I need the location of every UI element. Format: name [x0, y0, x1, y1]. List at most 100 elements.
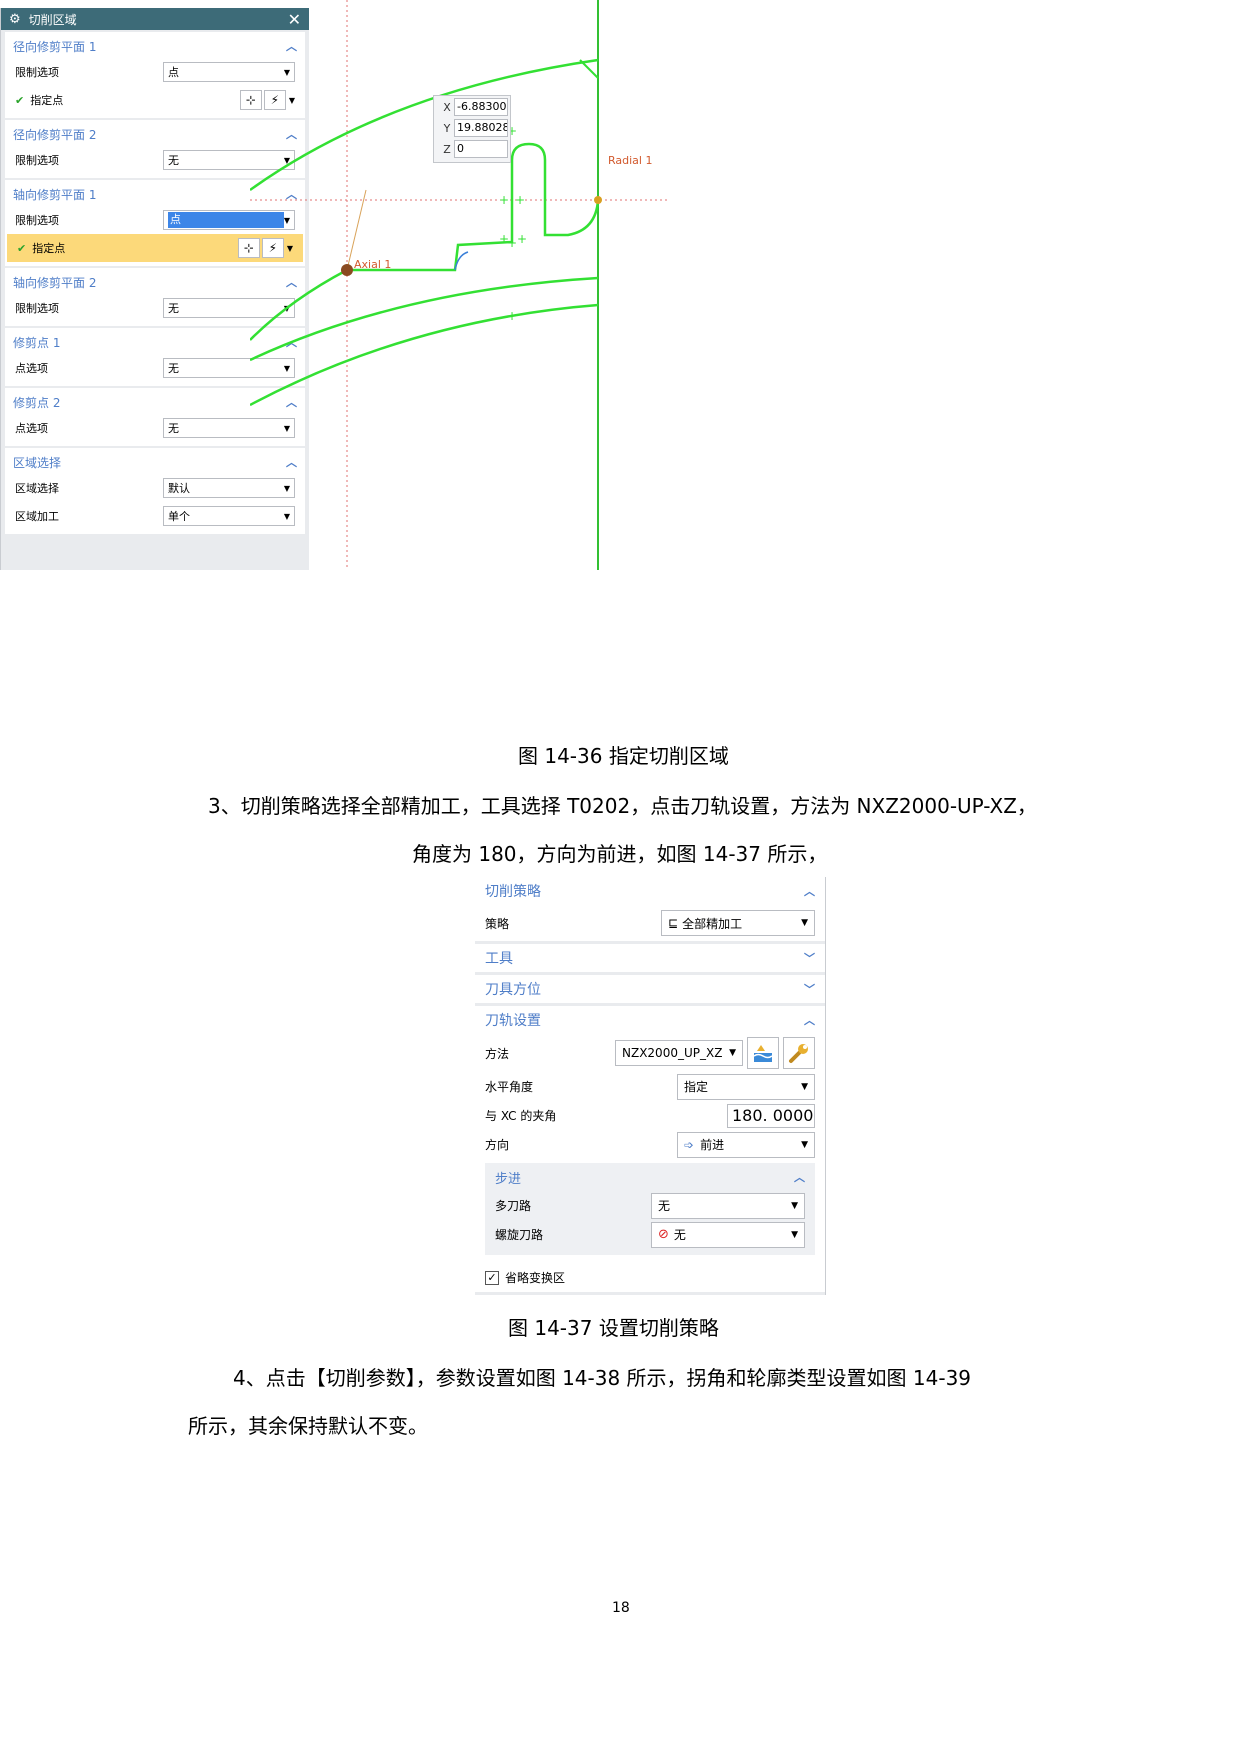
spiral-path-dropdown[interactable]: ⊘ 无 ▼	[651, 1221, 805, 1248]
section-header[interactable]: 轴向修剪平面 2 ︿	[5, 270, 305, 294]
section-header[interactable]: 轴向修剪平面 1︿	[5, 182, 305, 206]
section-header[interactable]: 区域选择 ︿	[5, 450, 305, 474]
chevron-down-icon: ▼	[283, 363, 290, 373]
panel-section: 径向修剪平面 2︿ 限制选项 无▼	[5, 120, 305, 178]
chevron-down-icon[interactable]: ▼	[286, 243, 293, 253]
option-dropdown[interactable]: 默认 ▼	[163, 478, 295, 498]
chevron-up-icon: ︿	[286, 456, 297, 469]
option-row: 限制选项 无▼	[5, 146, 305, 174]
middle-curve	[249, 276, 599, 362]
x-label: X	[443, 100, 451, 114]
option-dropdown[interactable]: 无▼	[163, 418, 295, 438]
horizontal-angle-value: 指定	[684, 1080, 709, 1094]
close-icon[interactable]: ✕	[287, 9, 301, 29]
point-dialog-icon[interactable]: ⊹	[239, 90, 262, 110]
svg-text:+: +	[499, 193, 509, 207]
strategy-label: 策略	[485, 916, 510, 931]
option-row: 限制选项 点▼	[5, 206, 305, 234]
point-dialog-icon[interactable]: ⊹	[237, 238, 260, 258]
option-dropdown[interactable]: 点▼	[163, 210, 295, 230]
option-row: 点选项无▼	[5, 354, 305, 382]
chevron-down-icon: ▼	[283, 423, 290, 433]
method-create-button[interactable]	[747, 1037, 779, 1069]
option-value: 单个	[168, 510, 190, 523]
axial-point[interactable]	[341, 264, 353, 276]
section-header[interactable]: 径向修剪平面 2︿	[5, 122, 305, 146]
skip-transition-row[interactable]: ✓ 省略变换区	[475, 1263, 825, 1292]
chevron-down-icon[interactable]: ▼	[288, 95, 295, 105]
caption-14-37: 图 14-37 设置切削策略	[508, 1316, 719, 1340]
z-field[interactable]: 0	[454, 140, 508, 158]
spiral-path-label: 螺旋刀路	[495, 1228, 544, 1242]
skip-transition-checkbox[interactable]: ✓	[485, 1270, 499, 1285]
chevron-up-icon: ︿	[286, 396, 297, 409]
chevron-down-icon: ▼	[791, 1200, 798, 1211]
check-icon: ✔	[17, 241, 27, 255]
section-header[interactable]: 修剪点 2︿	[5, 390, 305, 414]
option-label: 限制选项	[15, 214, 59, 227]
option-dropdown[interactable]: 无▼	[163, 358, 295, 378]
section-header-label: 轴向修剪平面 2	[13, 275, 97, 290]
method-label: 方法	[485, 1046, 510, 1061]
radial-label: Radial 1	[608, 154, 653, 167]
option-label: 限制选项	[15, 154, 59, 167]
method-create-icon	[753, 1045, 773, 1062]
option-value: 默认	[168, 482, 190, 495]
chevron-down-icon: ▼	[791, 1229, 798, 1240]
section-header-path-settings[interactable]: 刀轨设置 ︿	[475, 1006, 825, 1034]
option-value: 点	[168, 66, 179, 79]
axial-label: Axial 1	[354, 258, 392, 271]
panel-section: 修剪点 2︿点选项无▼	[5, 388, 305, 446]
section-header-label: 区域选择	[13, 455, 62, 470]
option-dropdown[interactable]: 无▼	[163, 150, 295, 170]
chevron-up-icon: ︿	[286, 276, 297, 289]
chevron-down-icon: ▼	[283, 483, 290, 493]
panel-section: 径向修剪平面 1︿限制选项点▼✔指定点⊹⚡▼	[5, 32, 305, 118]
outer-curve	[249, 58, 599, 192]
chevron-up-icon: ︿	[804, 885, 815, 898]
section-header-label: 径向修剪平面 2	[13, 127, 97, 142]
arrow-right-icon: ➩	[684, 1137, 695, 1152]
inferred-point-icon[interactable]: ⚡	[261, 238, 284, 258]
section-tool: 工具 ﹀	[475, 944, 825, 972]
option-row: 限制选项点▼	[5, 58, 305, 86]
check-icon: ✔	[15, 93, 25, 107]
section-header-tool[interactable]: 工具 ﹀	[475, 944, 825, 972]
option-value: 点	[168, 212, 284, 228]
option-value: 无	[168, 154, 179, 167]
radial-point[interactable]	[594, 196, 602, 204]
cad-viewport[interactable]: +++ +++ +	[249, 0, 700, 570]
horizontal-angle-dropdown[interactable]: 指定 ▼	[677, 1073, 815, 1100]
option-dropdown[interactable]: 点▼	[163, 62, 295, 82]
direction-label: 方向	[485, 1138, 510, 1152]
chevron-down-icon: ▼	[801, 918, 808, 928]
section-header-cut-strategy[interactable]: 切削策略 ︿	[475, 877, 825, 905]
method-dropdown[interactable]: NZX2000_UP_XZ ▼	[615, 1040, 743, 1066]
chevron-down-icon: ▼	[801, 1139, 808, 1150]
x-field[interactable]: -6.88300	[454, 98, 508, 116]
xc-angle-input[interactable]: 180. 0000	[727, 1103, 815, 1128]
wrench-icon	[789, 1044, 808, 1063]
direction-dropdown[interactable]: ➩ 前进 ▼	[677, 1131, 815, 1158]
multi-path-dropdown[interactable]: 无 ▼	[651, 1192, 805, 1219]
section-header-tool-orientation[interactable]: 刀具方位 ﹀	[475, 975, 825, 1003]
stepover-header-label: 步进	[495, 1171, 522, 1187]
no-entry-icon: ⊘	[658, 1227, 669, 1242]
option-dropdown[interactable]: 单个▼	[163, 506, 295, 526]
option-row: 点选项无▼	[5, 414, 305, 442]
method-edit-button[interactable]	[783, 1037, 815, 1069]
strategy-dropdown[interactable]: ⊑ 全部精加工 ▼	[661, 910, 815, 936]
option-value: 无	[168, 422, 179, 435]
svg-text:+: +	[507, 124, 517, 138]
dialog-titlebar: ⚙ 切削区域 ✕	[1, 8, 309, 30]
panel-section: 轴向修剪平面 2︿限制选项无▼	[5, 268, 305, 326]
z-label: Z	[443, 142, 451, 156]
y-field[interactable]: 19.88028	[454, 119, 508, 137]
inferred-point-icon[interactable]: ⚡	[263, 90, 286, 110]
section-header[interactable]: 径向修剪平面 1︿	[5, 34, 305, 58]
gear-icon[interactable]: ⚙	[9, 11, 21, 27]
paragraph-3-line2: 角度为 180，方向为前进，如图 14-37 所示，	[412, 842, 828, 866]
section-header-stepover[interactable]: 步进 ︿	[485, 1163, 815, 1191]
y-label: Y	[443, 121, 451, 135]
specify-point-row: ✔指定点⊹⚡▼	[7, 234, 303, 262]
